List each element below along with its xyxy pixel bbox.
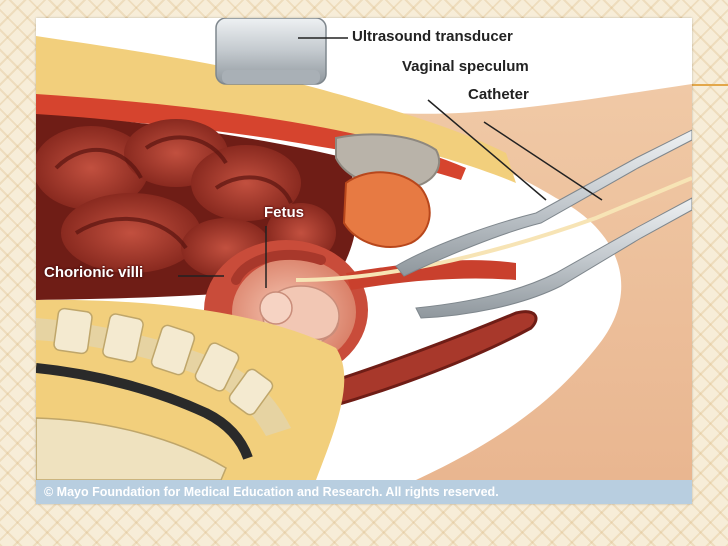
label-vaginal-speculum: Vaginal speculum xyxy=(402,58,529,75)
label-leader-lines xyxy=(178,37,603,288)
label-ultrasound-transducer: Ultrasound transducer xyxy=(352,28,513,45)
intestine-loops xyxy=(36,119,336,278)
abdominal-muscle xyxy=(36,94,466,180)
speculum-lower-blade xyxy=(415,197,692,319)
spine xyxy=(36,307,291,460)
label-fetus: Fetus xyxy=(264,204,305,221)
label-catheter: Catheter xyxy=(468,86,529,103)
thigh-skin xyxy=(396,84,692,480)
sacrum xyxy=(36,417,227,480)
label-chorionic-villi: Chorionic villi xyxy=(44,264,144,281)
chorionic-villi xyxy=(231,249,326,285)
copyright-footer: © Mayo Foundation for Medical Education … xyxy=(36,480,692,504)
slide-accent-line xyxy=(690,84,728,86)
vaginal-canal xyxy=(346,260,516,290)
ultrasound-transducer xyxy=(215,18,327,85)
speculum-upper-blade xyxy=(395,129,692,277)
procedure-illustration: Ultrasound transducer Vaginal speculum C… xyxy=(36,18,692,504)
cervix-tissue xyxy=(342,171,431,248)
cvs-procedure-drawing xyxy=(36,18,692,480)
abdominal-fat-layer xyxy=(36,36,516,183)
